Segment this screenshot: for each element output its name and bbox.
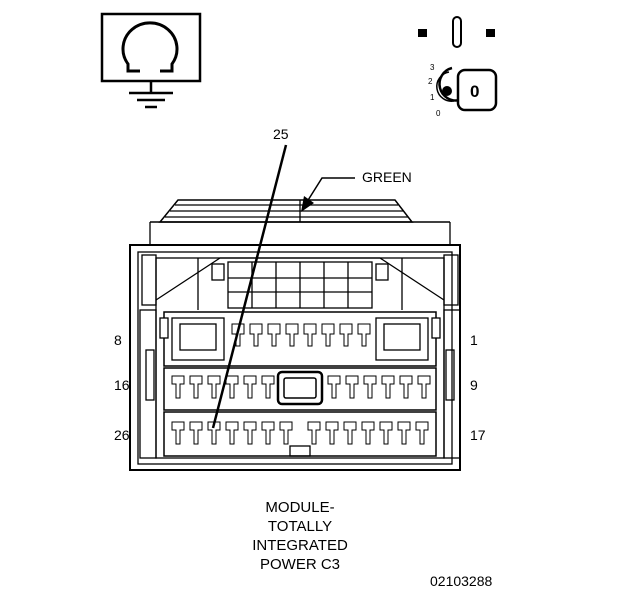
row2-terminals <box>171 375 431 399</box>
row3-terminals <box>171 421 429 445</box>
connector-icon <box>129 199 461 471</box>
ignition-key-icon: 3 2 1 0 0 <box>428 63 498 118</box>
wire-color-label: GREEN <box>362 169 412 185</box>
key-position-1: 1 <box>430 93 435 102</box>
key-position-3: 3 <box>430 63 435 72</box>
pin-label-8: 8 <box>114 332 122 348</box>
callout-pin-25-leader <box>211 144 288 429</box>
pin-label-1: 1 <box>470 332 478 348</box>
connector-caption: MODULE- TOTALLY INTEGRATED POWER C3 <box>200 498 400 574</box>
caption-line-3: INTEGRATED <box>252 537 348 554</box>
pin-label-9: 9 <box>470 377 478 393</box>
pin-label-26: 26 <box>114 427 130 443</box>
pin-label-17: 17 <box>470 427 486 443</box>
caption-line-1: MODULE- <box>265 499 335 516</box>
ignition-off-icon <box>418 16 495 48</box>
key-position-2: 2 <box>428 77 433 86</box>
ohmmeter-ground-icon <box>100 12 202 109</box>
caption-line-2: TOTALLY <box>267 518 333 535</box>
wire-color-leader <box>304 177 355 206</box>
key-position-0: 0 <box>436 109 441 118</box>
row1-terminals <box>231 323 371 347</box>
caption-line-4: POWER C3 <box>259 556 340 573</box>
figure-id: 02103288 <box>430 573 493 589</box>
wire-color-arrowhead <box>301 196 314 212</box>
key-text: 0 <box>470 82 479 101</box>
pin-label-16: 16 <box>114 377 130 393</box>
callout-pin-25: 25 <box>273 126 289 142</box>
